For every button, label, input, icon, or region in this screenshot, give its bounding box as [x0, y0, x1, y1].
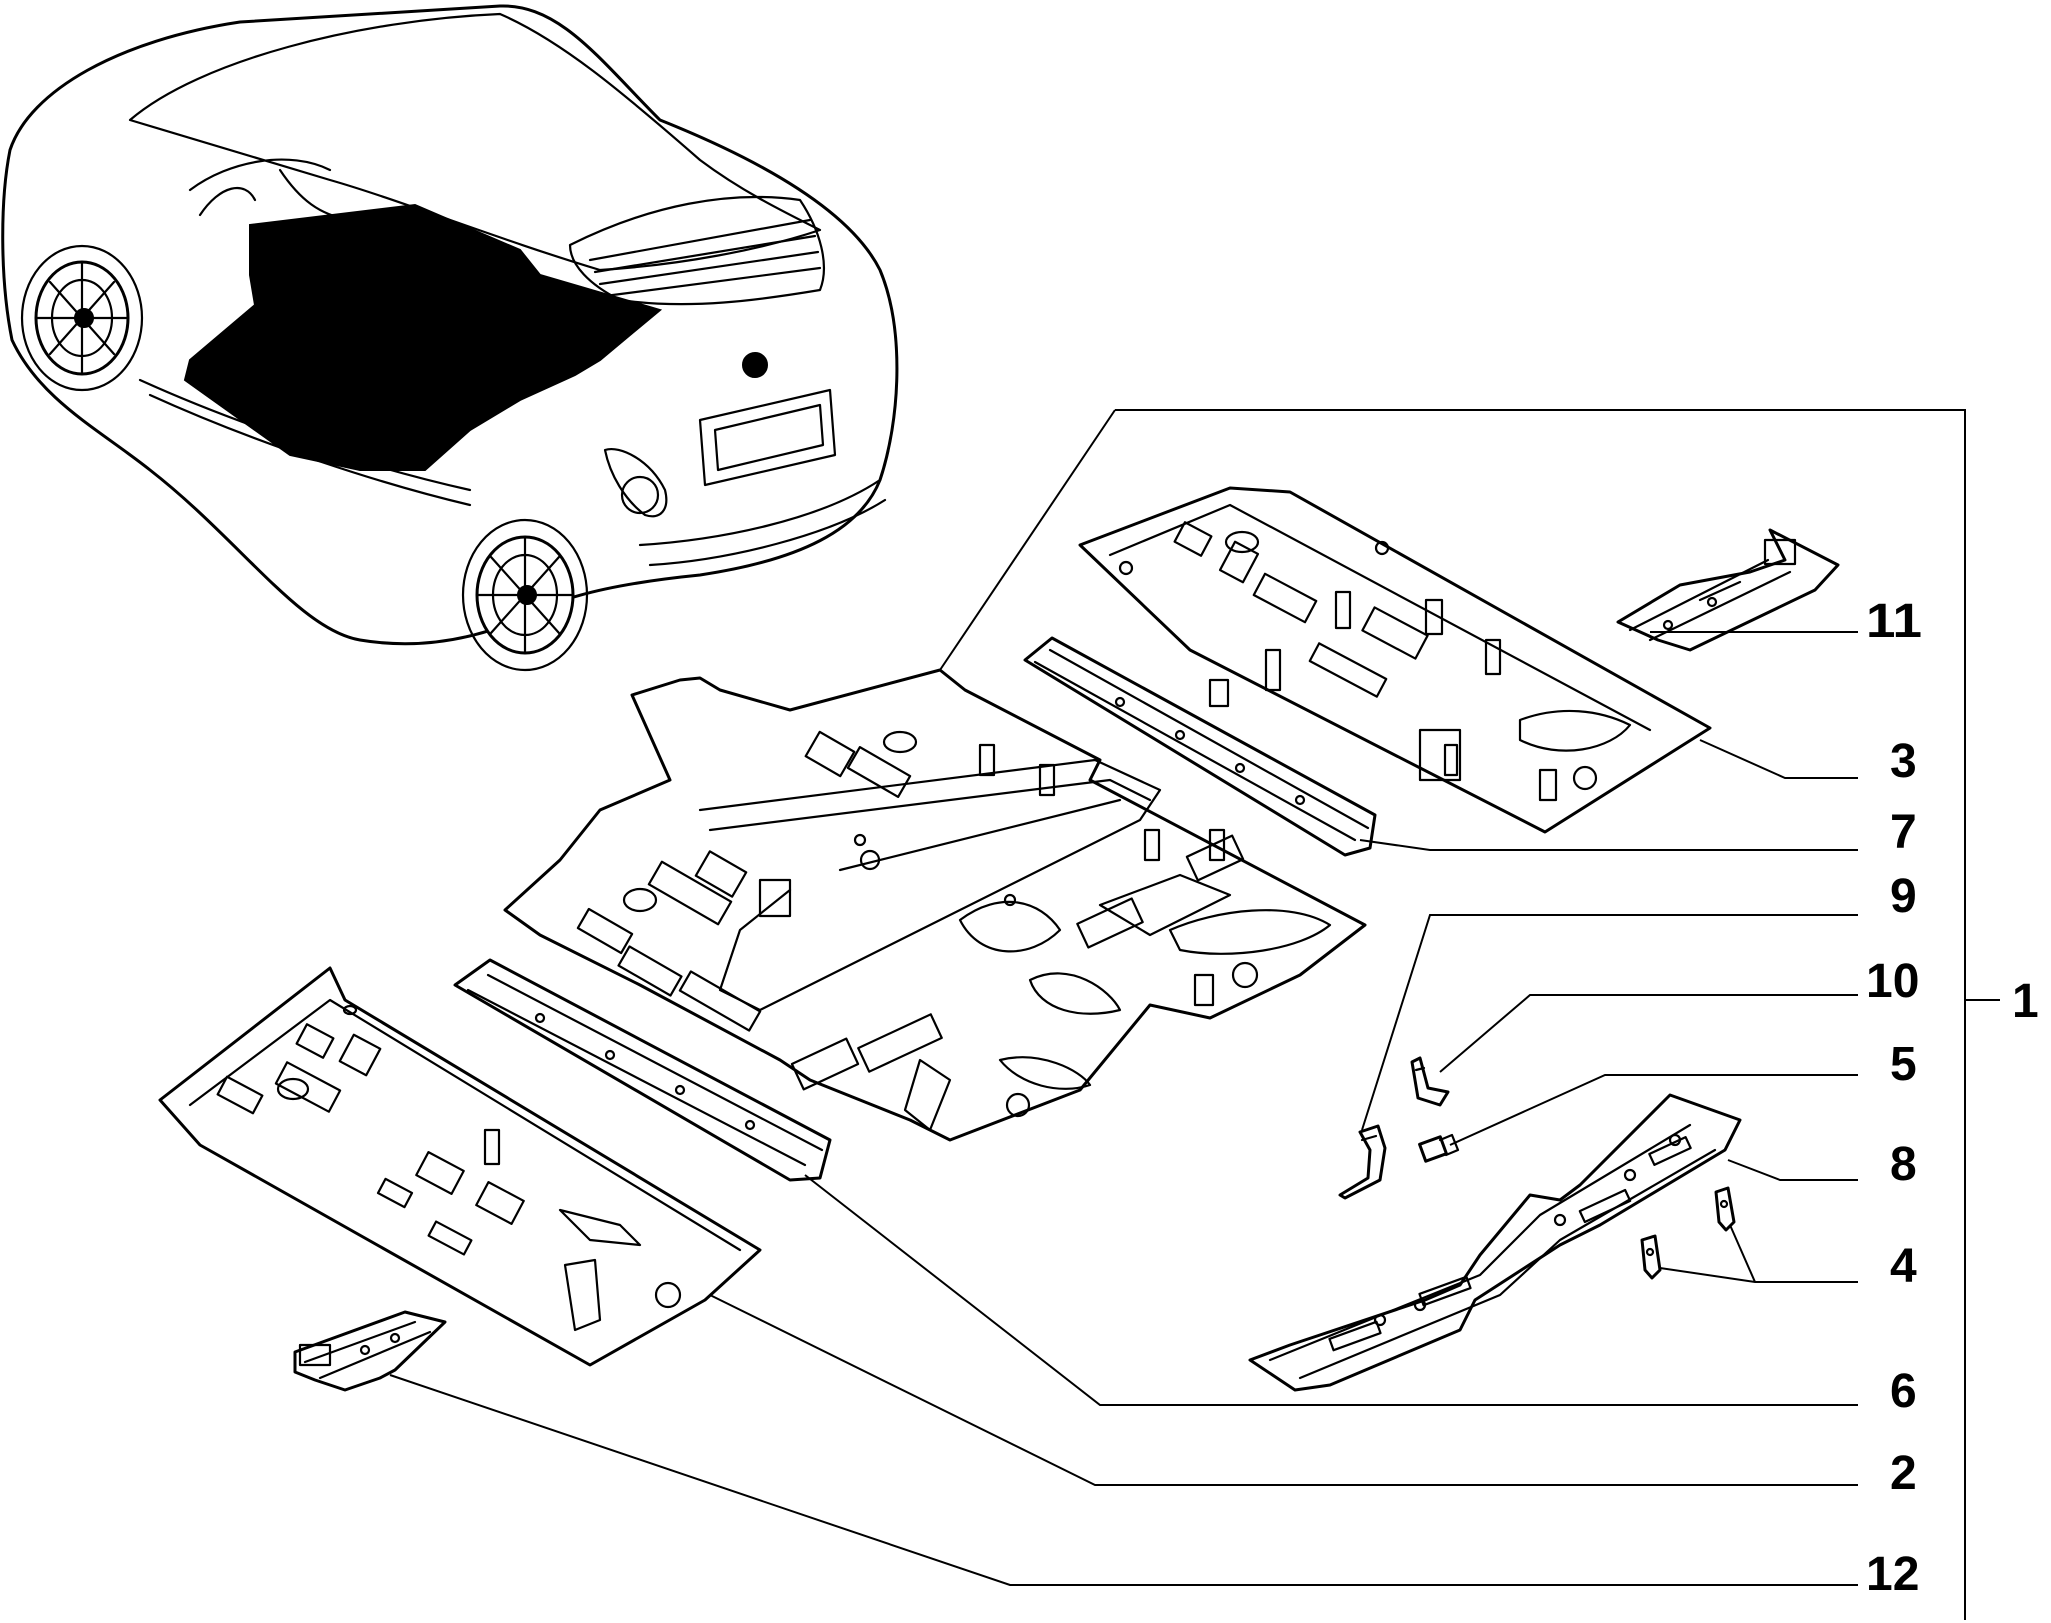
part-6-rail [453, 958, 832, 1182]
central-floor-pan [503, 668, 1367, 1142]
part-5-bolt [1418, 1133, 1460, 1163]
callout-4: 4 [1890, 1240, 1917, 1293]
part-9-bracket [1338, 1124, 1387, 1200]
callout-1: 1 [2012, 975, 2039, 1028]
callout-9: 9 [1890, 870, 1917, 923]
callout-11: 11 [1866, 595, 1922, 648]
part-10-clip [1410, 1056, 1450, 1107]
part-2-floor-panel [158, 966, 762, 1367]
part-8-tunnel-reinforcement [1248, 1093, 1742, 1392]
callout-numbers: 1 11 3 7 9 10 5 8 4 6 2 12 [1866, 595, 2039, 1601]
part-11-bracket [1616, 528, 1840, 652]
callout-8: 8 [1890, 1138, 1917, 1191]
callout-10: 10 [1866, 955, 1919, 1008]
callout-3: 3 [1890, 735, 1917, 788]
callout-12: 12 [1866, 1548, 1919, 1601]
callout-2: 2 [1890, 1447, 1917, 1500]
callout-7: 7 [1890, 806, 1917, 859]
callout-6: 6 [1890, 1365, 1917, 1418]
part-7-rail [1023, 636, 1377, 857]
car-illustration [1, 4, 899, 672]
part-3-floor-panel [1078, 486, 1712, 834]
floor-parts [158, 486, 1840, 1392]
callout-5: 5 [1890, 1038, 1917, 1091]
leader-lines [389, 409, 2000, 1620]
part-4-brackets [1640, 1186, 1736, 1280]
part-12-bracket [293, 1310, 447, 1392]
